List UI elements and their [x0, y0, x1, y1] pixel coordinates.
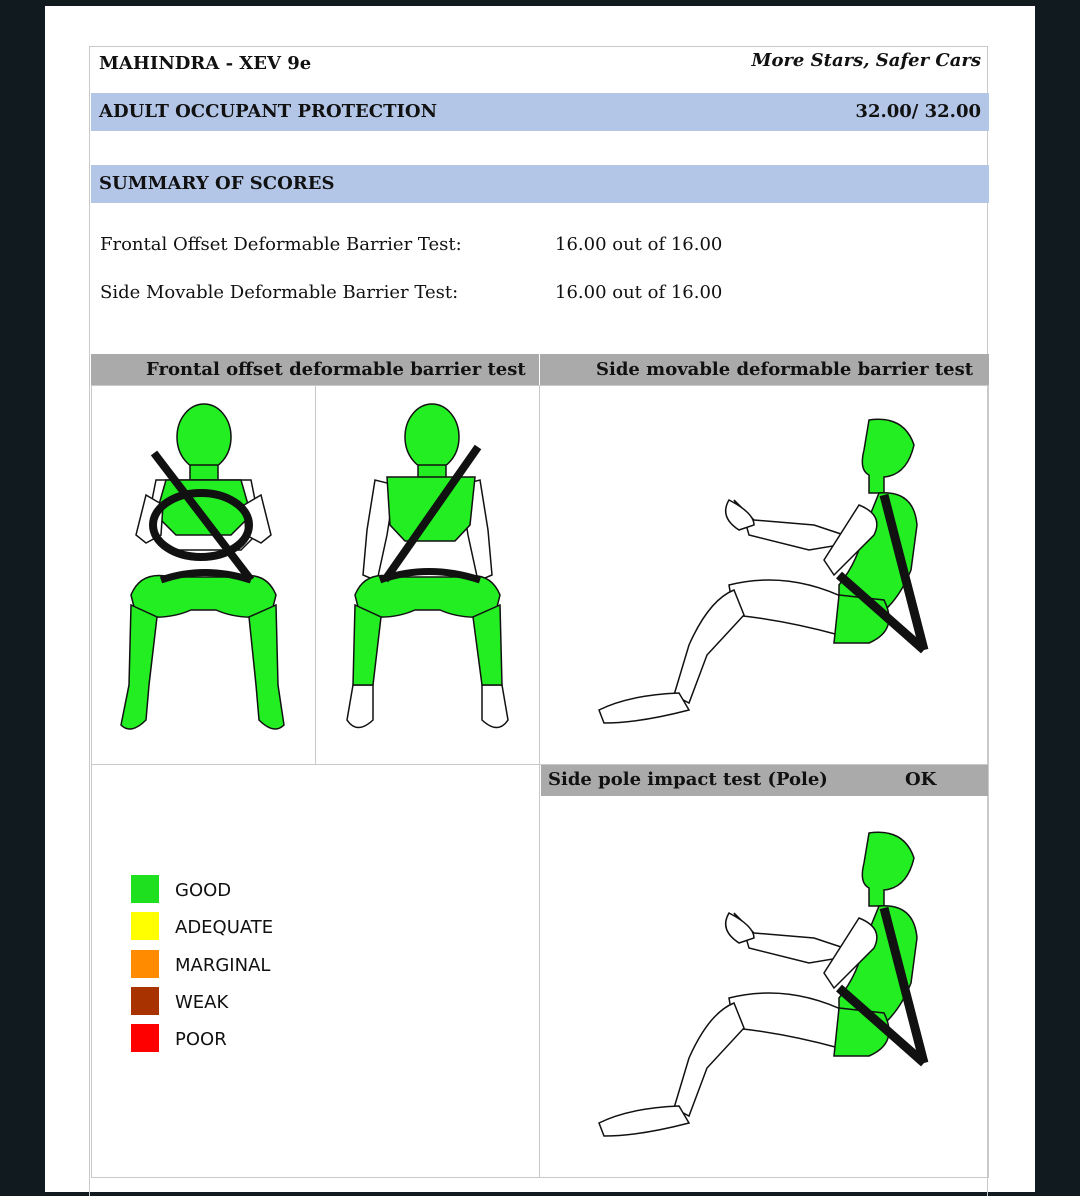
legend-swatch-adequate: [131, 912, 159, 940]
legend-swatch-poor: [131, 1024, 159, 1052]
summary-band: [91, 165, 989, 203]
slogan: More Stars, Safer Cars: [751, 50, 981, 71]
pole-dummy-figure: [598, 831, 929, 1137]
side-dummy-figure: [598, 418, 929, 724]
side-score-label: Side Movable Deformable Barrier Test:: [100, 282, 459, 303]
report-frame: [89, 46, 988, 1196]
legend-label-weak: WEAK: [175, 992, 229, 1013]
legend-label-poor: POOR: [175, 1029, 227, 1050]
pole-dummy-cell: [539, 764, 989, 1178]
driver-dummy-figure: [120, 403, 285, 730]
legend-swatch-marginal: [131, 950, 159, 978]
frontal-score-label: Frontal Offset Deformable Barrier Test:: [100, 234, 462, 255]
side-test-header: [540, 354, 989, 385]
side-test-title: Side movable deformable barrier test: [596, 359, 974, 380]
adult-protection-title: ADULT OCCUPANT PROTECTION: [99, 101, 438, 122]
pole-test-title: Side pole impact test (Pole): [548, 769, 828, 790]
legend-label-good: GOOD: [175, 880, 232, 901]
passenger-dummy-figure: [346, 403, 509, 729]
legend-swatch-good: [131, 875, 159, 903]
legend-label-marginal: MARGINAL: [175, 955, 271, 976]
frontal-test-header: [91, 354, 539, 385]
frontal-score-value: 16.00 out of 16.00: [555, 234, 723, 255]
side-score-value: 16.00 out of 16.00: [555, 282, 723, 303]
pole-test-header: [541, 765, 988, 796]
car-name: MAHINDRA - XEV 9e: [99, 53, 312, 74]
frontal-test-title: Frontal offset deformable barrier test: [146, 359, 526, 380]
adult-protection-score: 32.00/ 32.00: [855, 101, 981, 122]
legend-label-adequate: ADEQUATE: [175, 917, 274, 938]
legend-swatch-weak: [131, 987, 159, 1015]
pole-test-result: OK: [905, 769, 937, 790]
summary-title: SUMMARY OF SCORES: [99, 173, 335, 194]
adult-protection-band: [91, 93, 989, 131]
